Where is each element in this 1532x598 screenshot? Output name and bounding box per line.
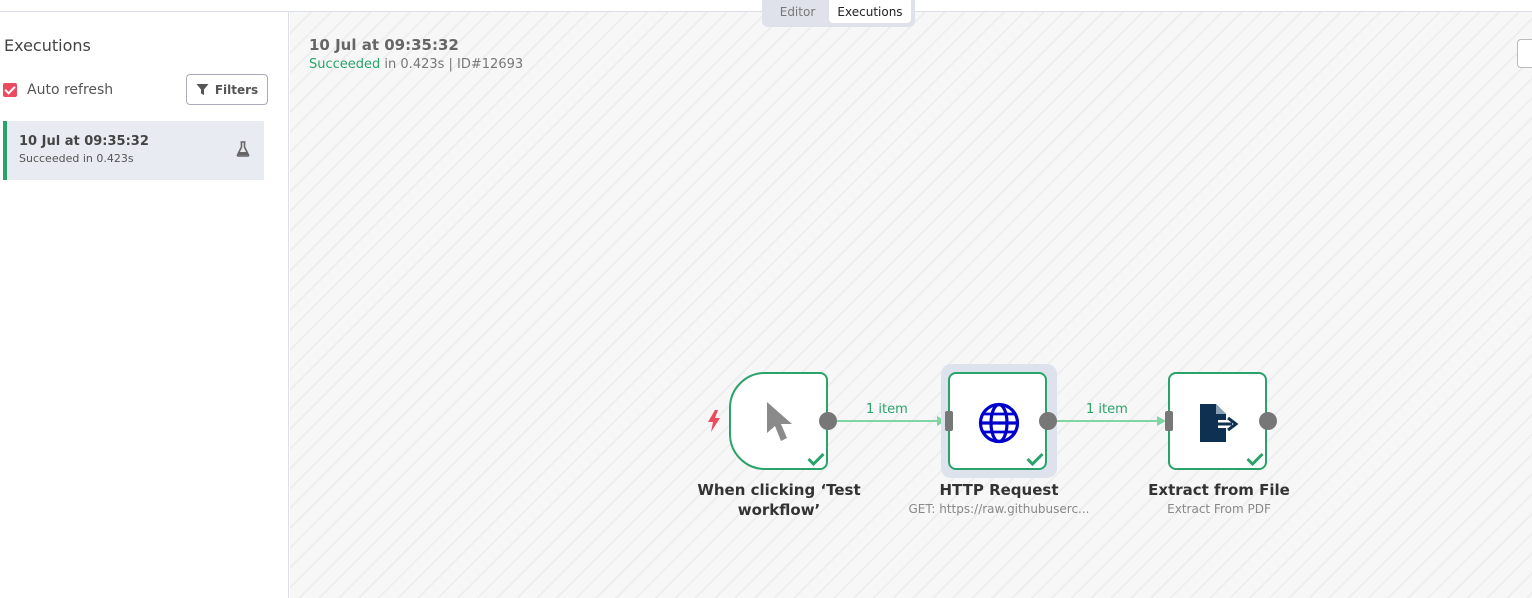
node-title-trigger-line2: workflow’ (737, 501, 821, 519)
status-succeeded: Succeeded (309, 57, 381, 72)
output-port[interactable] (1259, 412, 1277, 430)
success-check-icon (807, 452, 825, 466)
view-toggle: Editor Executions (762, 0, 915, 27)
globe-icon (978, 402, 1020, 444)
auto-refresh-row[interactable]: Auto refresh (3, 82, 113, 98)
input-port[interactable] (945, 411, 953, 431)
success-check-icon (1026, 452, 1044, 466)
status-detail: in 0.423s | ID#12693 (380, 57, 524, 72)
edge-2-arrow (1157, 416, 1166, 426)
auto-refresh-checkbox[interactable] (3, 83, 17, 97)
edge-1-label: 1 item (866, 402, 908, 417)
node-title-trigger: When clicking ‘Test workflow’ (696, 480, 862, 520)
execution-list-item[interactable]: 10 Jul at 09:35:32 Succeeded in 0.423s (3, 121, 264, 180)
tab-editor[interactable]: Editor (779, 4, 816, 19)
sidebar-title: Executions (4, 36, 91, 55)
execution-date: 10 Jul at 09:35:32 (309, 36, 459, 54)
output-port[interactable] (819, 412, 837, 430)
node-subtitle-http: GET: https://raw.githubuserc... (908, 502, 1090, 516)
filters-label: Filters (214, 82, 259, 97)
tab-executions[interactable]: Executions (829, 0, 911, 23)
trigger-bolt-icon (708, 410, 720, 432)
input-port[interactable] (1165, 411, 1173, 431)
node-title-trigger-line1: When clicking ‘Test (697, 481, 861, 499)
execution-status: Succeeded in 0.423s | ID#12693 (309, 57, 523, 72)
output-port[interactable] (1039, 412, 1057, 430)
execution-item-status: Succeeded in 0.423s (19, 152, 134, 165)
filter-icon (196, 84, 209, 95)
node-title-extract: Extract from File (1148, 481, 1290, 499)
canvas-action-button[interactable] (1517, 39, 1532, 68)
node-http-request[interactable] (948, 372, 1047, 470)
edge-2-label: 1 item (1086, 402, 1128, 417)
node-subtitle-extract: Extract From PDF (1167, 502, 1271, 516)
auto-refresh-label: Auto refresh (27, 82, 114, 98)
node-extract-from-file[interactable] (1168, 372, 1267, 470)
filters-button[interactable]: Filters (186, 74, 268, 105)
workflow-canvas[interactable] (290, 12, 1532, 598)
execution-item-date: 10 Jul at 09:35:32 (19, 134, 149, 149)
node-manual-trigger[interactable] (729, 372, 828, 470)
executions-sidebar: Executions Auto refresh Filters 10 Jul a… (0, 12, 289, 598)
flask-icon (236, 141, 250, 157)
success-check-icon (1246, 452, 1264, 466)
cursor-icon (767, 402, 792, 441)
node-title-http: HTTP Request (939, 481, 1059, 499)
file-export-icon (1200, 404, 1239, 442)
